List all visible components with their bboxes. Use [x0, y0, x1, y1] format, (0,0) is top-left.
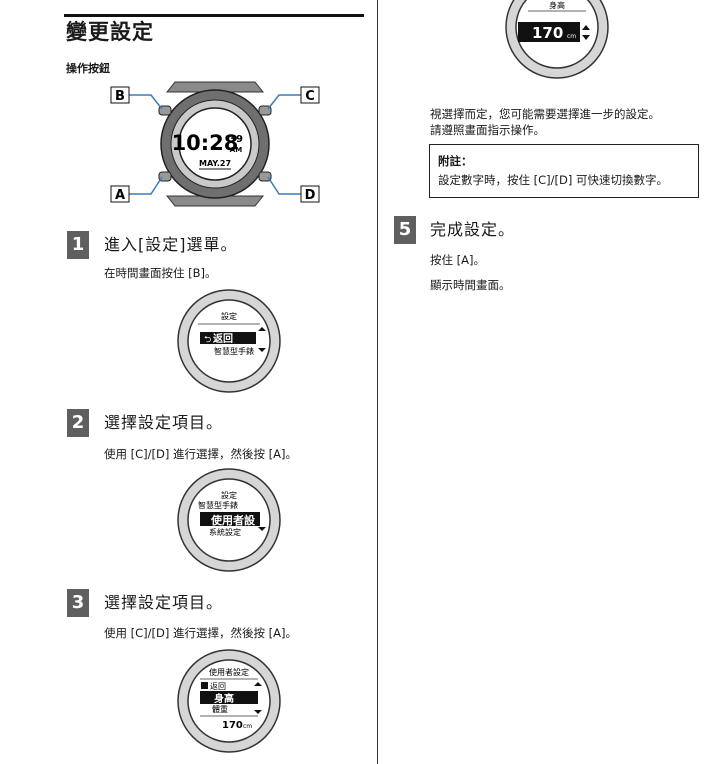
step-2-screen: 設定 智慧型手錶 使用者設 系統設定 — [177, 468, 281, 572]
step-1-screen-selected: 返回 — [213, 332, 233, 345]
step-3-screen: 使用者設定 返回 身高 體重 170 cm — [177, 649, 281, 753]
note-title: 附註： — [438, 154, 473, 168]
watch-seconds: 39 — [229, 134, 243, 145]
step-3-screen-unit: cm — [243, 723, 252, 730]
increment-arrow-icon — [582, 25, 590, 30]
step-1-screen-header: 設定 — [221, 311, 237, 321]
watch-button-diagram: B C A D 10:28 39 AM MAY.27 — [110, 81, 320, 207]
button-b-label: B — [115, 89, 125, 104]
step-3-title: 選擇設定項目。 — [104, 593, 224, 612]
height-screen-unit: cm — [567, 33, 576, 40]
step-3-screen-next: 體重 — [212, 704, 228, 714]
right-paragraph-line-2: 請遵照畫面指示操作。 — [430, 123, 545, 137]
watch-date: MAY.27 — [199, 159, 231, 168]
button-d-label: D — [305, 188, 316, 203]
step-1-screen: 設定 ⮌ 返回 智慧型手錶 — [177, 289, 281, 393]
watch-time: 10:28 — [172, 131, 239, 155]
watch-ampm: AM — [230, 146, 242, 154]
return-icon: ⮌ — [204, 335, 211, 345]
button-c-label: C — [305, 89, 315, 104]
note-body: 設定數字時，按住 [C]/[D] 可快速切換數字。 — [438, 173, 669, 187]
step-2-screen-selected: 使用者設 — [210, 513, 256, 527]
step-2-screen-header: 設定 — [221, 490, 237, 500]
step-1-number: 1 — [67, 231, 89, 259]
note-box: 附註： 設定數字時，按住 [C]/[D] 可快速切換數字。 — [429, 144, 699, 198]
step-5-title: 完成設定。 — [430, 220, 516, 239]
step-3-text: 使用 [C]/[D] 進行選擇，然後按 [A]。 — [104, 626, 298, 640]
column-divider — [377, 0, 378, 764]
step-5-text: 按住 [A]。 — [430, 253, 485, 267]
step-2-title: 選擇設定項目。 — [104, 413, 224, 432]
button-a-label: A — [115, 188, 125, 203]
step-5-number: 5 — [394, 216, 416, 244]
step-3-number: 3 — [67, 589, 89, 617]
step-1-screen-next: 智慧型手錶 — [214, 346, 254, 356]
step-3-screen-selected: 身高 — [214, 692, 234, 705]
height-screen: 身高 170 cm — [505, 0, 609, 79]
step-5-text-2: 顯示時間畫面。 — [430, 278, 511, 292]
step-1-text: 在時間畫面按住 [B]。 — [104, 266, 217, 280]
step-2-screen-next: 系統設定 — [209, 527, 241, 537]
height-screen-value: 170 — [532, 24, 563, 42]
button-d-knob — [258, 171, 272, 182]
section-subheading: 操作按鈕 — [66, 62, 110, 75]
button-a-knob — [158, 171, 172, 182]
title-rule — [64, 14, 364, 17]
step-2-text: 使用 [C]/[D] 進行選擇，然後按 [A]。 — [104, 447, 298, 461]
step-3-screen-back: 返回 — [210, 682, 226, 691]
step-2-number: 2 — [67, 409, 89, 437]
right-paragraph-line-1: 視選擇而定，您可能需要選擇進一步的設定。 — [430, 107, 660, 121]
height-screen-header: 身高 — [549, 0, 565, 10]
step-3-screen-value: 170 — [222, 720, 243, 731]
step-1-title: 進入[設定]選單。 — [104, 235, 238, 254]
step-3-screen-header: 使用者設定 — [209, 667, 249, 677]
step-2-screen-prev: 智慧型手錶 — [198, 500, 238, 510]
page-title: 變更設定 — [66, 20, 154, 44]
decrement-arrow-icon — [582, 35, 590, 40]
